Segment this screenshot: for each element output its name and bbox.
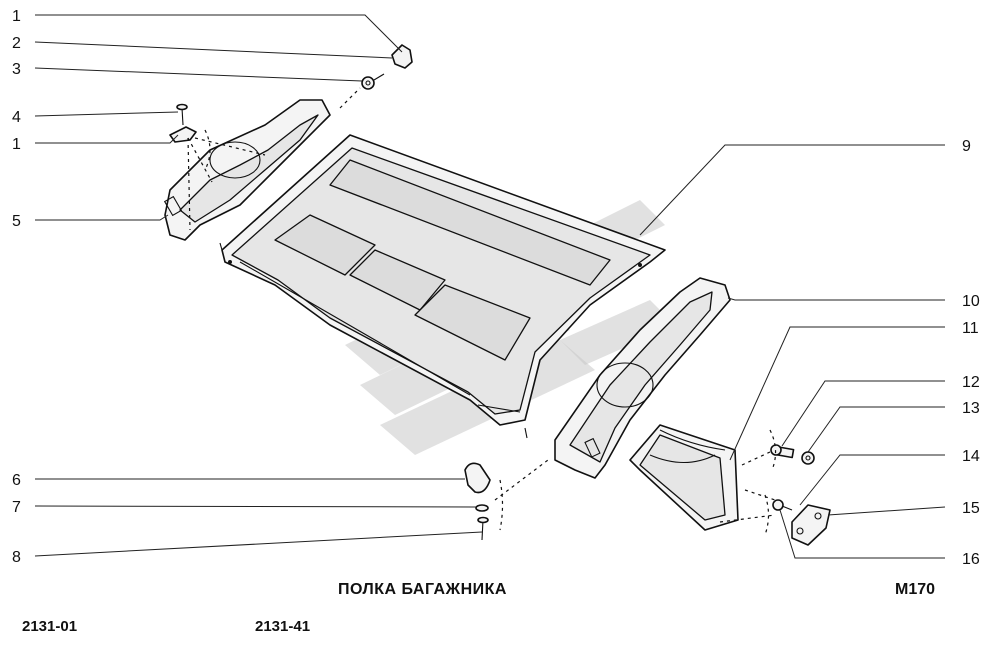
right-side-cover [554,277,731,479]
callout-4: 4 [12,109,21,126]
callout-2: 2 [12,35,21,52]
callout-1-lower: 1 [12,136,21,153]
callout-10: 10 [962,293,980,310]
callout-7: 7 [12,499,21,516]
diagram-title: ПОЛКА БАГАЖНИКА [338,581,507,598]
callout-1: 1 [12,8,21,25]
callout-12: 12 [962,374,980,391]
diagram-code: М170 [895,581,936,598]
callout-6: 6 [12,472,21,489]
mounting-bracket [629,424,739,531]
callout-8: 8 [12,549,21,566]
callout-14: 14 [962,448,980,465]
leader-lines [34,14,946,559]
callout-15: 15 [962,500,980,517]
callout-11: 11 [962,320,979,337]
assembly-arrows [187,87,777,536]
parcel-shelf [219,134,666,439]
callout-9: 9 [962,138,971,155]
callout-labels: 1 2 3 4 1 5 6 7 8 9 10 11 12 13 14 15 16 [12,8,980,568]
callout-13: 13 [962,400,980,417]
callout-5: 5 [12,213,21,230]
model-variant-2: 2131-41 [255,618,311,635]
callout-16: 16 [962,551,980,568]
callout-3: 3 [12,61,21,78]
left-side-cover [163,99,331,241]
model-variant-1: 2131-01 [22,618,78,635]
hardware-parts [169,44,831,546]
